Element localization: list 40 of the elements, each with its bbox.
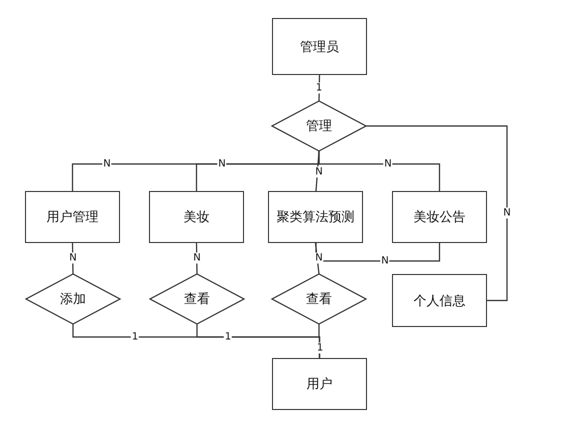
node-label: 用户 [306, 376, 332, 393]
process-box [272, 18, 367, 75]
edge-label: N [68, 252, 78, 264]
node-label: 用户管理 [46, 209, 98, 226]
edge-label: N [502, 208, 512, 218]
connector-line [315, 243, 440, 262]
edge-label: N [192, 252, 202, 264]
decision-diamond [150, 274, 244, 324]
decision-diamond [272, 101, 366, 151]
node-label: 聚类算法预测 [276, 209, 354, 226]
process-box [149, 191, 244, 243]
edge-label: N [314, 166, 324, 178]
edge-label: 1 [130, 332, 140, 342]
node-label: 美妆 [184, 209, 210, 226]
connector-line [366, 125, 508, 302]
process-box [272, 358, 367, 410]
decision-diamond [272, 274, 366, 324]
node-label: 查看 [184, 291, 210, 308]
node-label: 美妆公告 [414, 209, 466, 226]
edge-label: N [380, 256, 390, 266]
node-label: 个人信息 [414, 292, 466, 310]
node-label: 管理 [306, 118, 332, 135]
node-label: 查看 [306, 291, 332, 308]
connector-line [318, 151, 440, 191]
process-box [392, 274, 487, 327]
node-label: 管理员 [300, 38, 339, 56]
connector-line [196, 242, 198, 274]
process-box [392, 191, 487, 243]
decision-diamond [26, 274, 120, 324]
edge-label: 1 [316, 342, 324, 354]
edge-label: N [102, 158, 112, 170]
process-box [25, 191, 120, 243]
edge-label: N [314, 252, 324, 264]
edge-label: N [383, 158, 393, 170]
edge-label: 1 [224, 332, 232, 342]
process-box [268, 191, 363, 243]
connector-line [72, 242, 74, 274]
edge-label: N [217, 158, 227, 170]
edge-label: 1 [314, 82, 324, 94]
node-label: 添加 [60, 291, 86, 308]
